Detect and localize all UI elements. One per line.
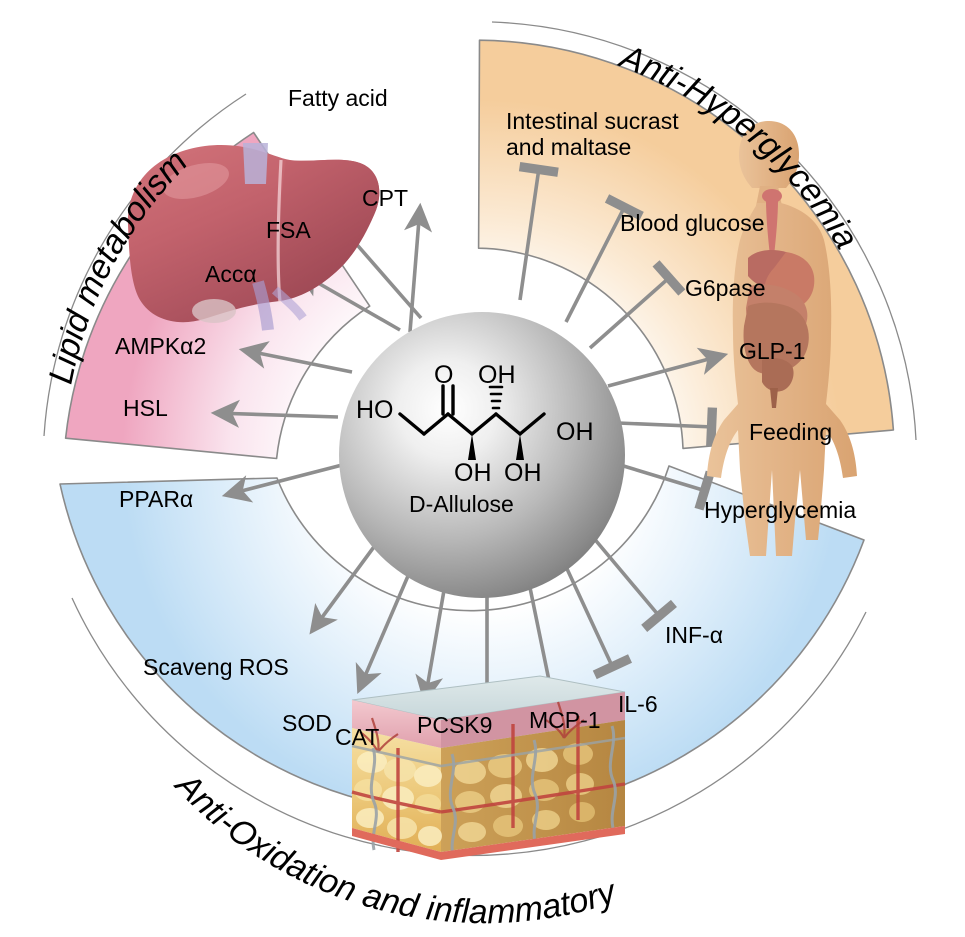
spoke-ampka2 <box>238 341 353 374</box>
node-label-inf-alpha: INF-α <box>665 622 724 648</box>
sector-title-oxidation: Anti-Oxidation and inflammatory <box>167 765 622 932</box>
spoke-il6 <box>560 557 632 680</box>
node-label-mcp-1: MCP-1 <box>529 707 601 733</box>
spoke-inf-alpha <box>590 534 677 632</box>
spoke-blood-glucose <box>564 194 644 323</box>
node-label-hyperglycemia: Hyperglycemia <box>704 497 857 523</box>
node-label-pcsk9: PCSK9 <box>417 712 493 738</box>
center-sphere <box>339 312 625 598</box>
spoke-g6pase <box>588 260 686 350</box>
spoke-sod <box>355 561 416 694</box>
node-label-blood-glucose: Blood glucose <box>620 210 765 236</box>
node-label-intestinal-sucrast-maltase: Intestinal sucrast and maltase <box>506 108 679 161</box>
d-allulose-structure <box>398 384 546 460</box>
node-label-feeding: Feeding <box>749 419 833 445</box>
human-body-icon <box>707 121 857 556</box>
liver-icon <box>127 143 380 331</box>
chem-label-oh-c4: OH <box>478 361 516 389</box>
spoke-intestinal-sucrast <box>518 162 559 301</box>
node-label-fatty-acid: Fatty acid <box>288 85 388 111</box>
chem-label-o-ketone: O <box>434 361 454 389</box>
spoke-ppara <box>221 462 347 503</box>
node-label-sod: SOD <box>282 710 332 736</box>
node-label-hsl: HSL <box>123 395 168 421</box>
node-label-cpt: CPT <box>362 185 408 211</box>
node-label-il-6: IL-6 <box>618 691 658 717</box>
spoke-cat <box>415 572 449 705</box>
spoke-feeding <box>617 407 718 447</box>
chem-label-oh-c3: OH <box>454 459 492 487</box>
svg-text:Anti-Oxidation and inflammator: Anti-Oxidation and inflammatory <box>167 765 622 932</box>
spoke-glp1 <box>607 347 729 388</box>
chem-label-ho: HO <box>356 396 394 424</box>
node-label-glp-1: GLP-1 <box>739 338 806 364</box>
node-label-ppar-alpha: PPARα <box>119 486 194 512</box>
molecule-name-label: D-Allulose <box>409 491 514 517</box>
connector-spokes <box>210 162 729 716</box>
spoke-scaveng-ros <box>309 538 381 635</box>
adipose-tissue-icon <box>351 675 626 860</box>
node-label-g6pase: G6pase <box>685 275 766 301</box>
node-label-cat: CAT <box>335 724 380 750</box>
node-label-ampk-alpha2: AMPKα2 <box>115 333 207 359</box>
chem-label-oh-c6: OH <box>556 418 594 446</box>
chem-label-oh-c5: OH <box>504 459 542 487</box>
spoke-hsl <box>210 399 339 428</box>
node-label-acc-alpha: Accα <box>205 261 257 287</box>
spoke-cpt <box>404 202 433 333</box>
node-label-fsa: FSA <box>266 217 311 243</box>
node-label-scaveng-ros: Scaveng ROS <box>143 654 289 680</box>
sector-anti-oxidation-inflammatory <box>59 465 865 815</box>
